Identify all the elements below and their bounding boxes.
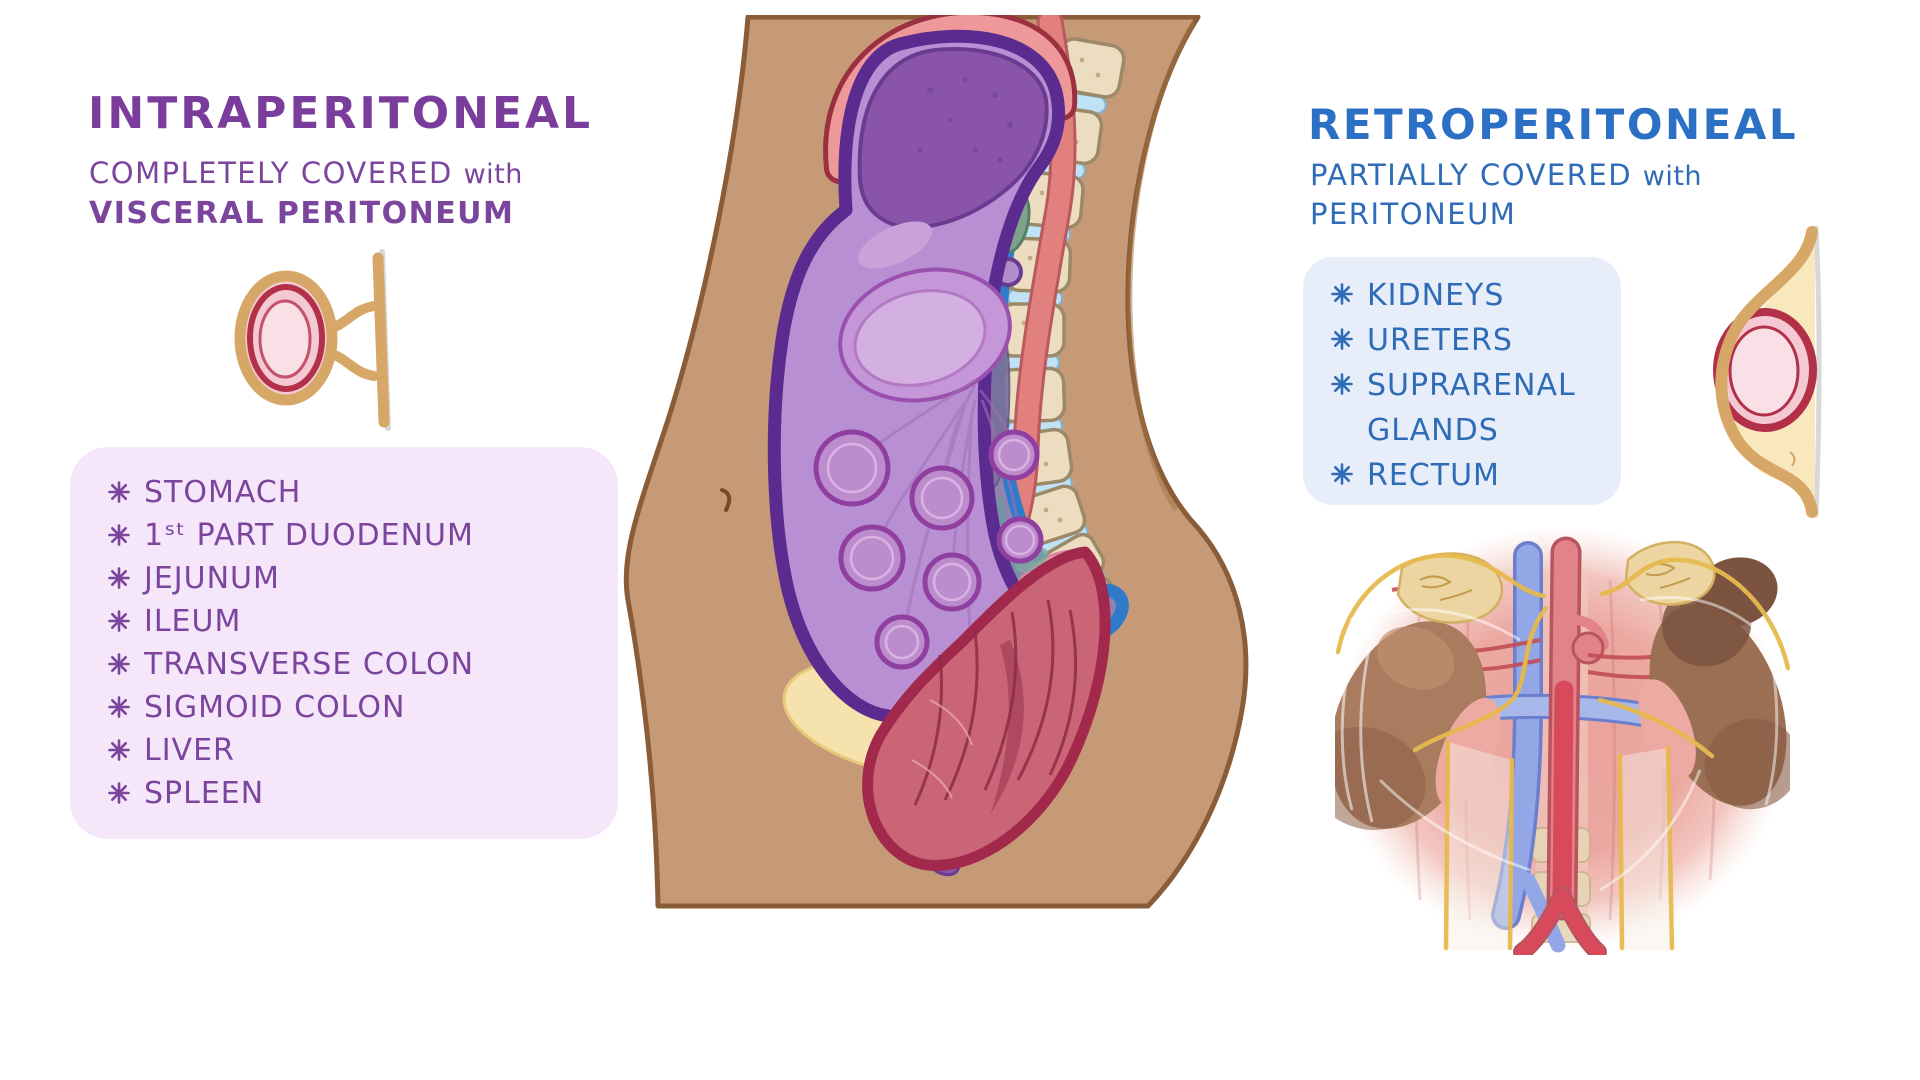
list-item: JEJUNUM [108,557,618,600]
asterisk-bullet-icon [108,610,130,632]
peritoneum-outline-overlay [1335,553,1790,951]
asterisk-bullet-icon [108,696,130,718]
parietal-peritoneum-line [372,252,390,428]
organ-label: URETERS [1367,323,1513,358]
organ-label: KIDNEYS [1367,278,1505,313]
intraperitoneal-subtitle-emphasis: VISCERAL PERITONEUM [89,196,515,231]
organ-label: STOMACH [144,475,302,510]
retroperitoneal-subtitle-connector: with [1642,161,1703,192]
asterisk-bullet-icon [108,782,130,804]
liver-speckles [917,77,1013,163]
abdominal-aorta [1513,536,1609,955]
list-item: SPLEEN [108,772,618,815]
asterisk-bullet-icon [1331,283,1353,305]
list-item: RECTUM [1331,453,1621,498]
asterisk-bullet-icon [108,481,130,503]
asterisk-bullet-icon [108,567,130,589]
stomach-inner [853,289,987,387]
asterisk-bullet-icon [1331,463,1353,485]
rectum-pelvic-organ [862,546,1111,871]
navel [720,488,732,512]
list-item: KIDNEYS [1331,273,1621,318]
asterisk-bullet-icon [108,653,130,675]
organ-label: SPLEEN [144,776,265,811]
peritoneal-sac [767,29,1066,724]
organ-label: SIGMOID COLON [144,690,406,725]
psoas-columns [1446,742,1672,950]
gallbladder-region [857,221,933,269]
fascia-streaks [1349,595,1782,892]
organ-label: ILEUM [144,604,242,639]
list-item: TRANSVERSE COLON [108,643,618,686]
intraperitoneal-organ-list: STOMACH 1ˢᵗ PART DUODENUM JEJUNUM ILEUM … [70,447,618,815]
retroperitoneal-subtitle: PARTIALLY COVERED with [1310,158,1702,192]
peritoneum-draped-line [1715,226,1818,518]
intraperitoneal-organ-box: STOMACH 1ˢᵗ PART DUODENUM JEJUNUM ILEUM … [70,447,618,839]
organ-label: RECTUM [1367,458,1500,493]
organ-label: SUPRARENAL GLANDS [1367,368,1576,448]
intraperitoneal-subtitle-text: COMPLETELY COVERED [89,156,453,190]
list-item: SIGMOID COLON [108,686,618,729]
list-item: STOMACH [108,471,618,514]
back-contour-shade [1127,20,1197,512]
intraperitoneal-inset-illustration [234,249,391,431]
list-item: URETERS [1331,318,1621,363]
asterisk-bullet-icon [108,524,130,546]
organ-lumen [258,299,312,379]
organ-lumen [1728,325,1800,417]
intraperitoneal-title: INTRAPERITONEAL [88,88,594,139]
list-item: 1ˢᵗ PART DUODENUM [108,514,618,557]
organ-label: JEJUNUM [144,561,280,596]
body-wall-line [1813,225,1822,518]
list-item: SUPRARENAL GLANDS [1331,363,1621,453]
sagittal-abdomen-illustration [623,15,1249,909]
asterisk-bullet-icon [1331,373,1353,395]
retroperitoneal-organ-box: KIDNEYS URETERS SUPRARENAL GLANDS RECTUM [1303,257,1621,505]
retroperitoneal-title: RETROPERITONEAL [1308,100,1799,149]
retroperitoneal-subtitle-text: PARTIALLY COVERED [1310,158,1633,192]
retroperitoneal-subtitle-emphasis: PERITONEUM [1310,197,1517,231]
kidneys-anterior-illustration [1335,526,1790,955]
retroperitoneal-inset-illustration [1713,225,1822,518]
organ-label: TRANSVERSE COLON [144,647,475,682]
list-item: LIVER [108,729,618,772]
intraperitoneal-subtitle: COMPLETELY COVERED with [89,156,523,190]
retroperitoneal-organ-list: KIDNEYS URETERS SUPRARENAL GLANDS RECTUM [1303,257,1621,498]
organ-label: LIVER [144,733,235,768]
asterisk-bullet-icon [1331,328,1353,350]
organ-label: 1ˢᵗ PART DUODENUM [144,518,474,553]
intraperitoneal-subtitle-connector: with [463,159,523,190]
list-item: ILEUM [108,600,618,643]
liver-shape [857,47,1049,230]
asterisk-bullet-icon [108,739,130,761]
